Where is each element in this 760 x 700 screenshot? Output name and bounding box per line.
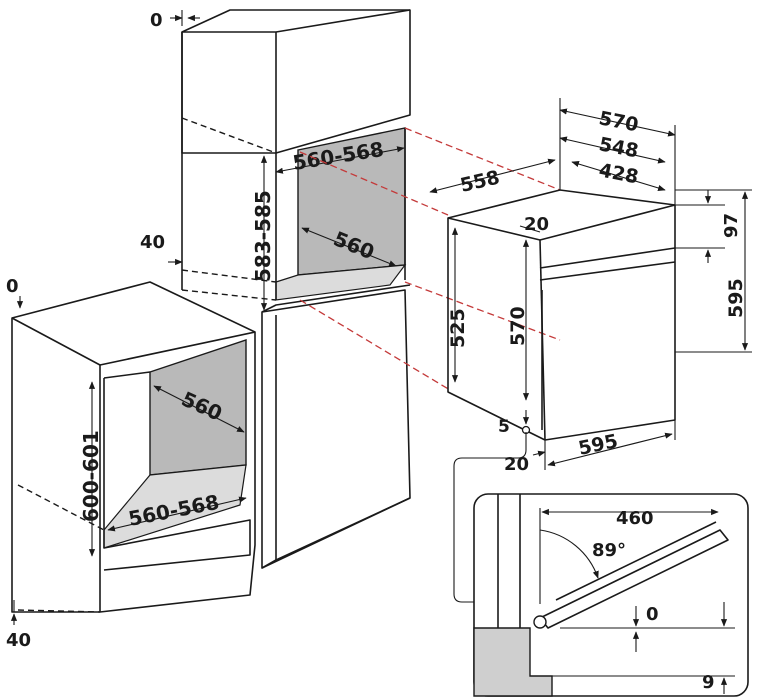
- oven-depth-dim: 558: [429, 158, 556, 197]
- oven-body-width-label: 548: [597, 133, 640, 162]
- oven-overall-width-label: 570: [597, 107, 640, 136]
- door-gap-label: 0: [646, 604, 659, 625]
- oven-overall-height-label: 595: [725, 278, 747, 318]
- oven-body-height-label: 525: [447, 308, 469, 348]
- base-cabinet: [11, 281, 256, 613]
- door-plinth-label: 9: [702, 672, 715, 693]
- door-detail-inset: 460 89° 0 9: [453, 432, 749, 697]
- oven-inner-height-label: 570: [507, 306, 529, 346]
- oven-top-offset-label: 20: [524, 214, 549, 235]
- oven-body-width-dim: 548: [559, 133, 666, 164]
- base-top-clearance-label: 0: [6, 276, 19, 297]
- oven-front-offset-dim: 20: [504, 450, 546, 475]
- door-length-label: 460: [616, 508, 654, 529]
- base-cavity-height-dim: 600-601: [79, 381, 103, 557]
- oven-front-offset-label: 20: [504, 454, 529, 475]
- oven: [447, 189, 676, 441]
- base-bottom-offset-label: 40: [6, 630, 31, 651]
- oven-top-offset-dim: 20: [519, 214, 549, 235]
- tall-top-clearance-label: 0: [150, 10, 163, 31]
- oven-inner-width-label: 428: [597, 159, 640, 188]
- oven-base-offset-dim: 5: [498, 410, 531, 437]
- base-top-clearance: 0: [6, 276, 24, 309]
- tall-cavity-height-label: 583-585: [251, 190, 275, 282]
- oven-depth-label: 558: [458, 167, 502, 197]
- tall-cavity-height-dim: 583-585: [251, 155, 275, 311]
- oven-base-offset-label: 5: [498, 417, 510, 437]
- door-angle-label: 89°: [592, 540, 626, 561]
- tall-side-offset-label: 40: [140, 232, 165, 253]
- base-bottom-offset-dim: 40: [6, 600, 31, 651]
- oven-front-width-dim: 595: [544, 420, 676, 470]
- oven-inner-height-dim: 570: [507, 239, 530, 401]
- oven-panel-height-dim: 97: [675, 190, 742, 263]
- tall-top-clearance: 0: [150, 10, 200, 31]
- base-cavity-height-label: 600-601: [79, 430, 103, 522]
- oven-overall-height-dim: 595: [675, 189, 752, 353]
- oven-inner-width-dim: 428: [571, 159, 666, 191]
- oven-body-height-dim: 525: [447, 227, 469, 383]
- tall-side-offset-dim: 40: [140, 232, 183, 266]
- oven-panel-height-label: 97: [721, 213, 742, 238]
